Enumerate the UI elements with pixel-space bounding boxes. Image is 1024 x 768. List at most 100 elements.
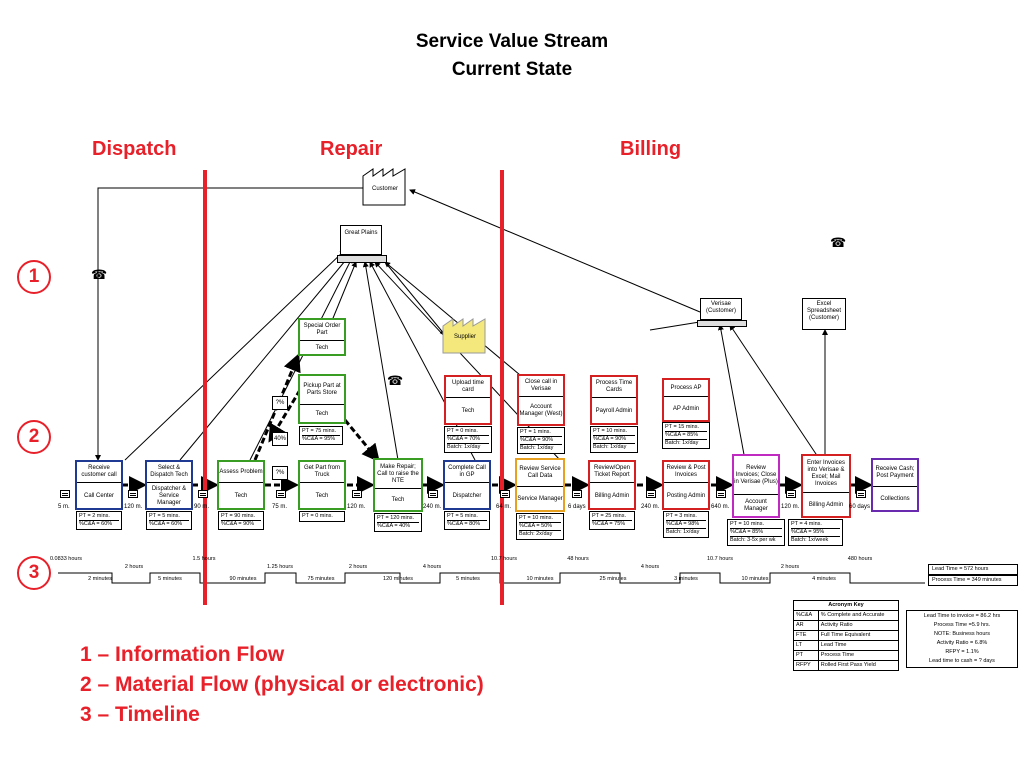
legend-information-flow: 1 – Information Flow [80,643,285,666]
timeline-wait: 0.0833 hours [49,556,83,562]
push-percent: ?% [272,466,288,480]
process-name: Get Part from Truck [300,462,344,483]
timeline-wait: 1.25 hours [267,564,293,570]
process-operator: Billing Admin [808,501,844,508]
process-name: Upload time card [446,377,490,398]
push-percent: 40% [272,432,288,446]
data-box-receive-call: PT = 2 mins.%C&A = 60% [76,511,122,530]
process-name: Review & Post Invoices [664,462,708,483]
timeline-process: 75 minutes [307,576,335,582]
process-name: Enter Invoices into Verisae & Excel; Mai… [803,456,849,493]
timeline-wait: 480 hours [847,556,873,562]
process-name: Select & Dispatch Tech [147,462,191,483]
data-box-close-call: PT = 1 mins.%C&A = 90%Batch: 1x/day [517,427,565,454]
process-name: Pickup Part at Parts Store [300,376,344,405]
inventory-label: 120 m. [347,504,366,510]
data-box-select-dispatch: PT = 5 mins.%C&A = 60% [146,511,192,530]
process-operator: Payroll Admin [595,407,633,414]
divider-dispatch-repair [203,170,207,605]
timeline-process: 4 minutes [812,576,836,582]
timeline-wait: 10.7 hours [491,556,517,562]
inventory-label: 120 m. [124,504,143,510]
process-name: Process AP [664,380,708,397]
inventory-icon [572,490,582,498]
process-operator: Service Manager [517,495,563,502]
process-name: Make Repair; Call to raise the NTE [375,460,421,489]
process-operator: Posting Admin [666,492,706,499]
excel-label: Excel Spreadsheet (Customer) [806,301,842,321]
timeline-wait: 2 hours [124,564,144,570]
process-assess-problem: Assess Problem Tech [217,460,265,510]
timeline-wait: 1.5 hours [192,556,216,562]
process-review-invoices: Review Invoices; Close in Verisae (Plus)… [732,454,780,518]
supplier-factory-icon [442,318,486,354]
push-percent: ?% [272,396,288,410]
data-box-review-invoices: PT = 10 mins.%C&A = 85%Batch: 3-5x per w… [727,519,785,546]
data-box-assess: PT = 90 mins.%C&A = 90% [218,511,264,530]
process-name: Process Time Cards [592,377,636,398]
customer-factory-icon [362,168,406,206]
acronym-key: Acronym Key %C&A% Complete and Accurate … [793,600,900,671]
inventory-icon [786,490,796,498]
process-receive-cash: Receive Cash; Post Payment Collections [871,458,919,512]
phone-icon: ☎ [387,373,404,388]
divider-repair-billing [500,170,504,605]
process-select-dispatch: Select & Dispatch Tech Dispatcher & Serv… [145,460,193,510]
process-ap: Process AP AP Admin [662,378,710,422]
process-enter-invoices: Enter Invoices into Verisae & Excel; Mai… [801,454,851,518]
marker-3: 3 [17,556,51,590]
phone-icon: ☎ [830,235,847,250]
timeline-wait: 2 hours [780,564,800,570]
marker-1: 1 [17,260,51,294]
process-operator: Account Manager [744,499,768,512]
process-close-call-verisae: Close call in Verisae Account Manager (W… [517,374,565,426]
timeline-wait: 4 hours [640,564,660,570]
process-receive-call: Receive customer call Call Center [75,460,123,510]
process-name: Complete Call in GP [445,462,489,483]
data-box-get-part: PT = 0 mins. [299,511,345,522]
legend-material-flow: 2 – Material Flow (physical or electroni… [80,673,484,696]
lead-time-total: Lead Time = 572 hours [928,564,1018,575]
data-box-ticket-report: PT = 25 mins.%C&A = 75% [589,511,635,530]
process-name: Review/Open Ticket Report [590,462,634,483]
great-plains-system: Great Plains [340,225,382,255]
process-time-total: Process Time = 349 minutes [928,575,1018,586]
process-operator: Account Manager (West) [519,404,563,417]
process-name: Special Order Part [300,320,344,341]
timeline-process: 120 minutes [383,576,413,582]
process-name: Review Invoices; Close in Verisae (Plus) [734,456,778,495]
inventory-icon [60,490,70,498]
process-complete-call: Complete Call in GP Dispatcher [443,460,491,510]
process-operator: Tech [315,344,329,351]
data-box-upload: PT = 0 mins.%C&A = 70%Batch: 1x/day [444,426,492,453]
process-operator: Dispatcher & Service Manager [151,485,187,506]
data-box-complete-call: PT = 5 mins.%C&A = 80% [444,511,490,530]
timeline-process: 5 minutes [456,576,480,582]
process-pickup-part: Pickup Part at Parts Store Tech [298,374,346,424]
verisae-system: Verisae (Customer) [700,298,742,320]
process-get-part: Get Part from Truck Tech [298,460,346,510]
process-name: Receive customer call [77,462,121,483]
data-box-make-repair: PT = 120 mins.%C&A = 40% [374,513,422,532]
process-operator: Billing Admin [594,492,630,499]
process-operator: Tech [315,410,329,417]
excel-spreadsheet-box: Excel Spreadsheet (Customer) [802,298,846,330]
process-operator: Call Center [83,492,114,499]
inventory-label: 6 days [568,504,586,510]
great-plains-base [337,255,387,263]
process-review-ticket-report: Review/Open Ticket Report Billing Admin [588,460,636,510]
inventory-icon [198,490,208,498]
process-post-invoices: Review & Post Invoices Posting Admin [662,460,710,510]
process-operator: Tech [315,492,329,499]
timeline-process: 10 minutes [741,576,769,582]
process-operator: AP Admin [672,405,700,412]
inventory-label: 75 m. [272,504,288,510]
inventory-label: 5 m. [58,504,70,510]
inventory-icon [500,490,510,498]
section-billing: Billing [620,138,682,160]
inventory-label: 240 m. [423,504,442,510]
great-plains-label: Great Plains [344,230,378,236]
process-upload-time-card: Upload time card Tech [444,375,492,425]
data-box-enter-invoices: PT = 4 mins.%C&A = 95%Batch: 1x/week [788,519,843,546]
customer-label: Customer [371,186,398,192]
